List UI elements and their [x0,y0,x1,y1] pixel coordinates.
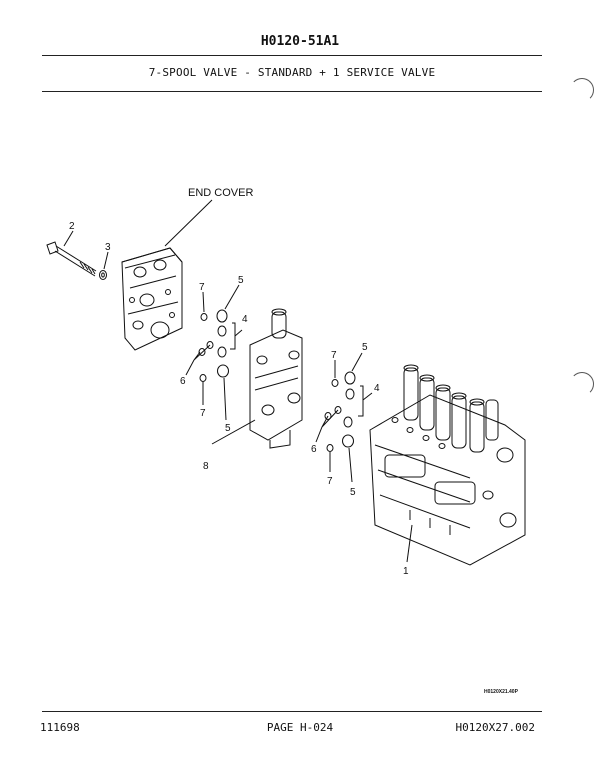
callout-4: 4 [242,314,248,325]
callout-1: 1 [403,566,409,577]
figure-reference: H0120X21.40P [484,689,518,695]
callout-8: 8 [203,461,209,472]
header-rule-bottom [42,91,542,92]
footer-page-number: PAGE H-024 [266,721,334,734]
callout-2: 2 [69,221,75,232]
footer-rule [42,711,542,712]
callout-3: 3 [105,242,111,253]
callout-leader-lines [63,199,413,563]
page-title: 7-SPOOL VALVE - STANDARD + 1 SERVICE VAL… [148,66,436,79]
end-cover-part [121,247,183,351]
footer-date: 111698 [40,721,80,734]
callout-6: 6 [311,444,317,455]
binder-hole-mark [570,78,594,102]
callout-5: 5 [362,342,368,353]
main-valve-body-part [369,364,526,566]
callout-7: 7 [200,408,206,419]
header-rule-top [42,55,542,56]
callout-6: 6 [180,376,186,387]
callout-7: 7 [199,282,205,293]
seal-group-left [198,309,229,382]
callout-4: 4 [374,383,380,394]
callout-7: 7 [331,350,337,361]
callout-5: 5 [238,275,244,286]
callout-7: 7 [327,476,333,487]
document-code: H0120-51A1 [260,34,340,49]
callout-5: 5 [225,423,231,434]
seal-group-right [324,371,356,452]
footer-reference: H0120X27.002 [455,721,535,734]
bolt-part [46,241,97,277]
washer-part [99,270,107,280]
end-cover-label: END COVER [188,187,253,199]
service-valve-section-part [249,308,303,449]
callout-5: 5 [350,487,356,498]
binder-hole-mark [570,372,594,396]
